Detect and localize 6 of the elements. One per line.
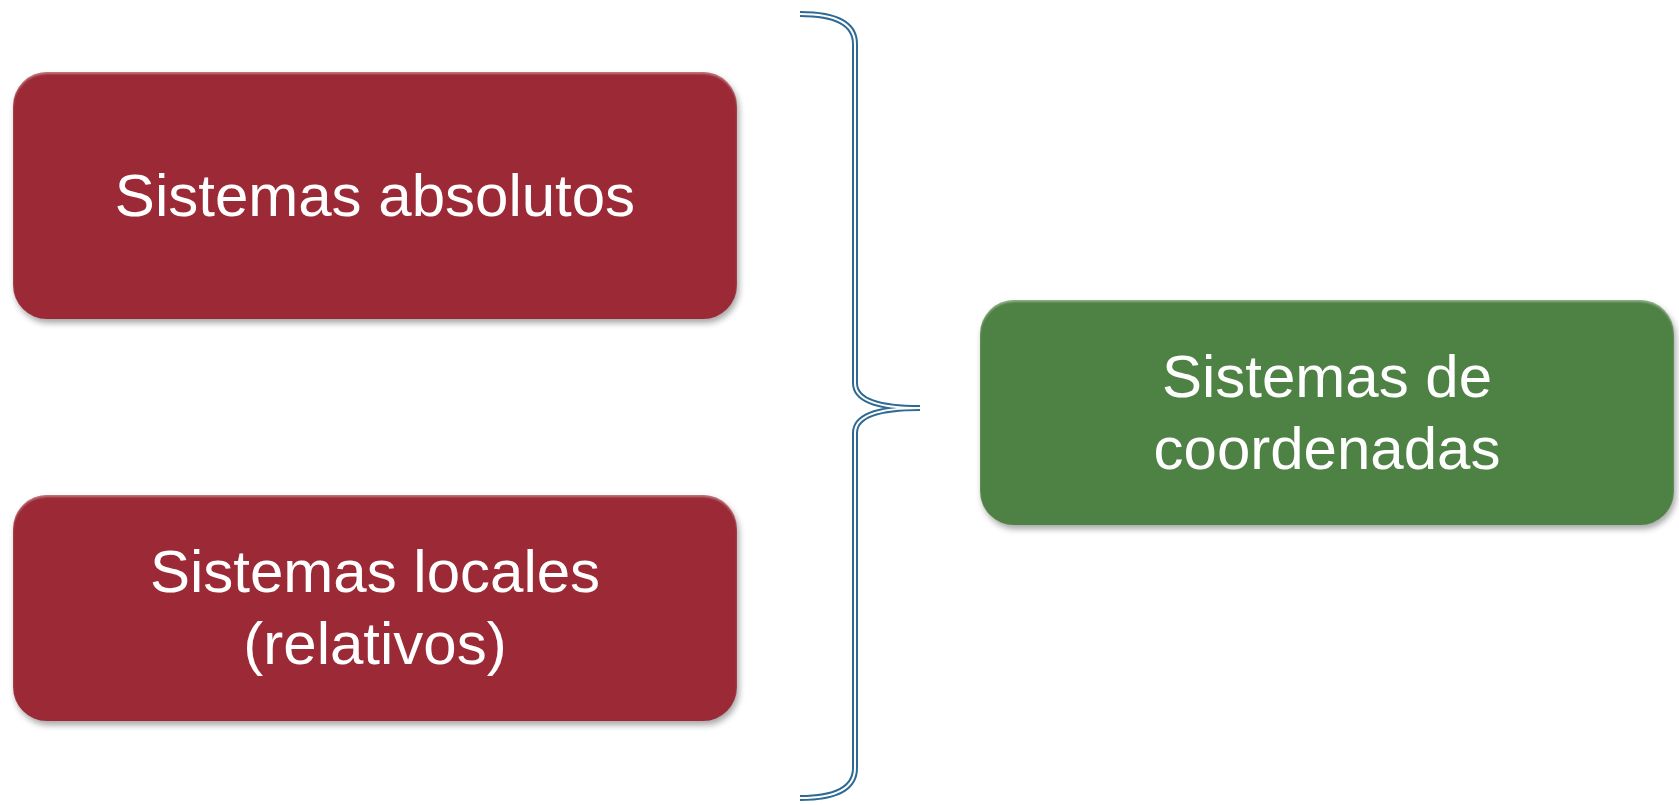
rounded-box <box>13 495 737 721</box>
box-label: Sistemas locales (relativos) <box>148 537 602 679</box>
box-label: Sistemas absolutos <box>114 160 636 231</box>
rounded-box <box>13 72 737 319</box>
rounded-box <box>980 300 1674 525</box>
box-label: Sistemas de coordenadas <box>1152 341 1502 484</box>
